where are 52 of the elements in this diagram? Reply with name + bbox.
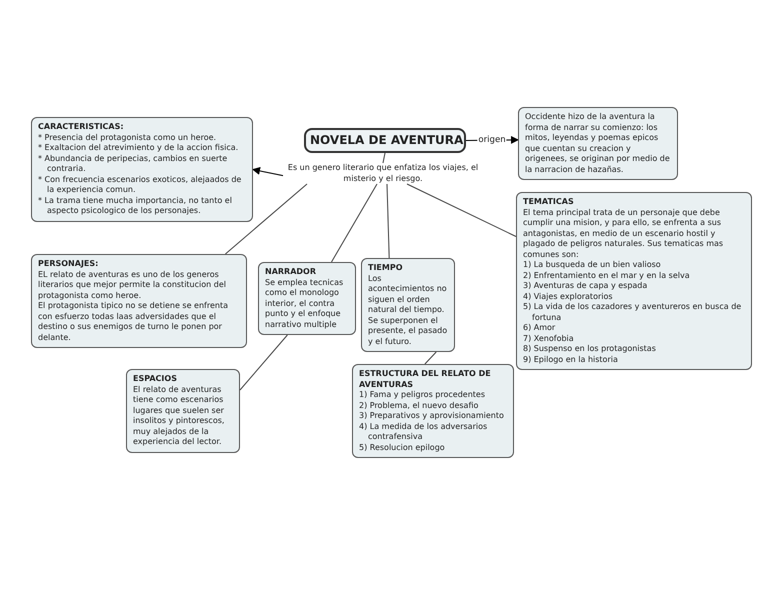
box-text: EL relato de aventuras es uno de los generos literarios que mejor permite la constitucion del protagonista como heroe. (38, 270, 227, 301)
box-text: 7) Xenofobia (523, 334, 575, 344)
central-topic-box (304, 128, 466, 153)
box-text: 6) Amor (523, 323, 556, 334)
box-text: 4) Viajes exploratorios (523, 292, 614, 302)
box-text: 3) Preparativos y aprovisionamiento (359, 411, 505, 422)
connector-line (406, 184, 516, 237)
connector-line (240, 334, 288, 390)
arrow (252, 166, 284, 176)
connector-line (424, 352, 437, 364)
concept-box (352, 364, 514, 458)
concept-box (31, 117, 253, 222)
box-heading: ESPACIOS (133, 374, 178, 384)
connector-line (386, 184, 390, 258)
box-text: 3) Aventuras de capa y espada (523, 281, 648, 292)
box-text: Los acontecimientos no siguen el orden natural del tiempo. Se superponen el presente, el pasado y el futuro. (368, 274, 448, 347)
box-text: * Abundancia de peripecias, cambios en suerte contraria. (38, 154, 228, 174)
box-heading: TIEMPO (368, 263, 404, 274)
concept-box (258, 262, 356, 335)
concept-box (361, 258, 455, 352)
connector-line (224, 184, 308, 254)
box-text: 8) Suspenso en los protagonistas (523, 344, 657, 354)
concept-box (516, 192, 752, 370)
box-text: 1) Fama y peligros procedentes (359, 390, 486, 400)
edge-label: origen (477, 135, 507, 146)
concept-box (31, 254, 247, 348)
box-text: El tema principal trata de un personaje que debe cumplir una mision, y para ello, se enfrenta a sus antagonistas, en medio de un escenario hostil y plagado de peligros naturales. Sus tematicas mas comunes son: (523, 208, 724, 260)
box-text: * Exaltacion del atrevimiento y de la accion fisica. (38, 143, 240, 154)
description-text: Es un genero literario que enfatiza los viajes, el misterio y el riesgo. (286, 163, 480, 184)
box-text: El relato de aventuras tiene como escenarios lugares que suelen ser insolitos y pintorescos, muy alejados de la experiencia del lector. (133, 384, 226, 448)
box-text: 9) Epilogo en la historia (523, 354, 619, 365)
box-text: 2) Enfrentamiento en el mar y en la selva (523, 270, 691, 281)
box-text: * La trama tiene mucha importancia, no tanto el aspecto psicologico de los personajes. (38, 196, 233, 216)
concept-box (126, 369, 240, 452)
box-heading: TEMATICAS (523, 197, 575, 208)
connector-line (382, 152, 386, 164)
box-text: * Presencia del protagonista como un heroe. (38, 132, 218, 143)
box-heading: ESTRUCTURA DEL RELATO DE AVENTURAS (359, 369, 492, 390)
box-text: * Con frecuencia escenarios exoticos, alejaados de la experiencia comun. (38, 174, 242, 196)
connector-line (331, 184, 378, 262)
box-heading: CARACTERISTICAS: (38, 122, 125, 132)
box-text: 4) La medida de los adversarios contrafensiva (359, 422, 488, 442)
box-heading: NARRADOR (265, 267, 317, 278)
box-text: 5) La vida de los cazadores y aventureros en busca de fortuna (523, 302, 742, 323)
box-text: 2) Problema, el nuevo desafio (359, 400, 480, 411)
box-heading: PERSONAJES: (38, 259, 100, 270)
box-text: El protagonista tipico no se detiene se enfrenta con esfuerzo todas laas adversidades que el destino o sus enemigos de turno le ponen por delante. (38, 301, 229, 343)
box-text: 1) La busqueda de un bien valioso (523, 260, 662, 270)
box-text: Se emplea tecnicas como el monologo interior, el contra punto y el enfoque narrativo multiple (265, 278, 344, 330)
box-text: 5) Resolucion epilogo (359, 442, 446, 453)
concept-box (518, 107, 678, 180)
box-text: Occidente hizo de la aventura la forma de narrar su comienzo: los mitos, leyendas y poemas epicos que cuentan su creacion y origenees, se originan por medio de la narracion de hazañas. (525, 112, 671, 175)
